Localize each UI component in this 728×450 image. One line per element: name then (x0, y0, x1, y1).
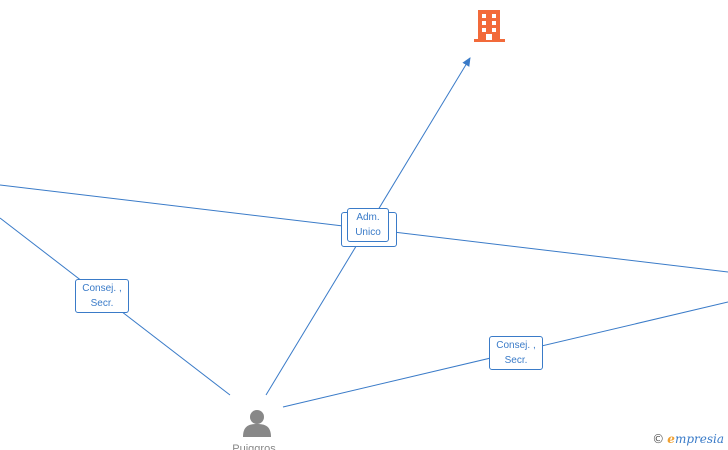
edge-label-line: Secr. (90, 298, 114, 309)
edge-label-consej-left[interactable]: Consej. , Secr. (75, 279, 129, 313)
person-icon[interactable] (243, 410, 271, 437)
edge-label-line: Consej. , (82, 283, 122, 294)
copyright-symbol: © (652, 432, 665, 446)
edge-label-adm-unico[interactable]: Adm. Unico (347, 208, 389, 242)
building-icon[interactable] (474, 10, 505, 42)
brand-rest: mpresia (674, 432, 724, 446)
edge-label-line: Unico (355, 227, 381, 238)
edge-label-consej-right[interactable]: Consej. , Secr. (489, 336, 543, 370)
empresia-watermark: ©empresia (652, 432, 724, 446)
edge-label-line: Consej. , (496, 340, 536, 351)
person-name-label[interactable]: Puiggros (232, 443, 276, 450)
brand-e: e (667, 432, 675, 446)
edge-label-line: Secr. (504, 355, 528, 366)
edge-label-line: Adm. (356, 212, 380, 223)
